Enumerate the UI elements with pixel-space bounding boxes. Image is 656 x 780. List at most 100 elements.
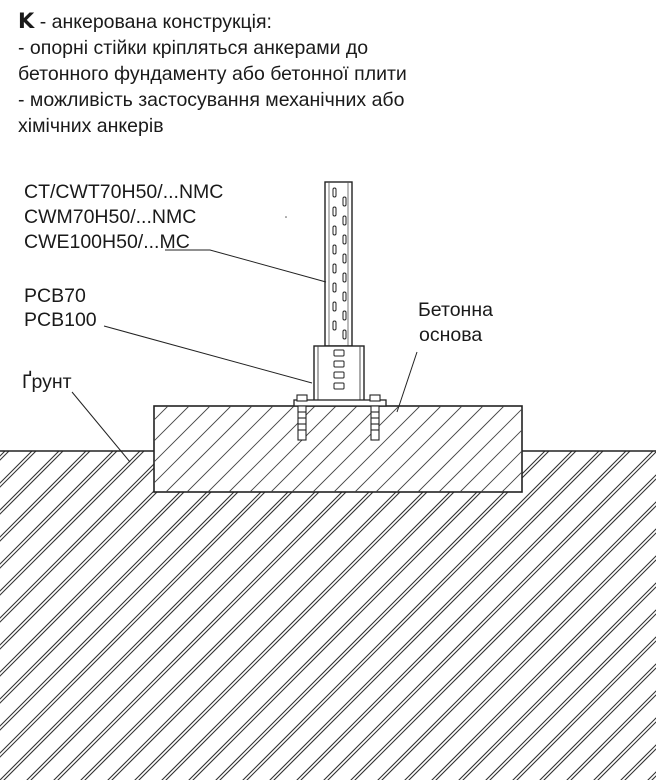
soil-hatch-line (0, 451, 64, 515)
label-concrete-1: Бетонна (418, 299, 493, 321)
soil-hatch-line (0, 451, 253, 704)
post-slot (332, 187, 337, 198)
post-slot (332, 206, 337, 217)
soil-hatch-line (138, 451, 469, 780)
soil-hatch-line (431, 555, 656, 780)
soil-hatch-line (26, 451, 357, 780)
soil-hatch-line (0, 451, 168, 619)
soil-hatch-line (0, 451, 330, 780)
post-slot (332, 263, 337, 274)
soil-hatch-line (0, 451, 249, 700)
slab-hatch-line (523, 406, 609, 492)
soil-hatch-line (219, 451, 550, 780)
post-slot (332, 282, 337, 293)
soil-hatch-line (84, 451, 415, 780)
slab-hatch-line (270, 406, 358, 492)
slab-hatch-line (586, 406, 656, 492)
slab-hatch (40, 406, 656, 492)
soil-hatch-line (408, 532, 656, 780)
soil-hatch-line (192, 451, 523, 780)
soil-hatch-line (462, 586, 656, 780)
slab-hatch-line (501, 471, 522, 492)
leader-concrete (396, 351, 418, 413)
soil-hatch-line (273, 451, 604, 780)
description-block: K - анкерована конструкція: - опорні сті… (18, 8, 638, 139)
soil-hatch-line (570, 694, 656, 780)
label-post-3: CWE100H50/...MC (24, 231, 190, 253)
soil-hatch-line (458, 582, 656, 780)
soil-hatch-line (597, 721, 656, 780)
bracket-holes (333, 349, 345, 390)
soil-hatch-line (0, 451, 141, 592)
label-ground: Ґрунт (22, 371, 72, 393)
soil-hatch-line (0, 451, 114, 565)
slab-hatch-line (607, 406, 656, 492)
slab-hatch-line (480, 450, 522, 492)
anchor-right (369, 394, 381, 441)
label-base-2: PCB100 (24, 309, 97, 331)
post-slot (342, 234, 347, 245)
post-slots (332, 187, 347, 340)
soil-hatch-line (516, 640, 656, 780)
soil-hatch-line (377, 501, 656, 780)
slab-hatch-line (459, 429, 522, 492)
slab-hatch-line (61, 406, 147, 492)
slab-hatch-line (154, 406, 190, 442)
soil-hatch-line (0, 451, 118, 569)
slab-hatch-line (375, 406, 463, 492)
post-slot (342, 272, 347, 283)
soil-hatch-line (0, 451, 145, 596)
soil-hatch-line (0, 451, 10, 461)
soil-hatch (0, 451, 656, 780)
soil-hatch-line (0, 451, 195, 646)
soil-hatch-line (161, 451, 492, 780)
soil-hatch-line (435, 559, 656, 780)
leader-base (103, 325, 313, 384)
soil-hatch-line (323, 451, 654, 780)
soil-hatch-line (0, 451, 303, 754)
soil-hatch-line (0, 451, 87, 538)
slab-hatch-line (312, 406, 400, 492)
slab-hatch-line (438, 408, 522, 492)
post-slot (342, 215, 347, 226)
soil-hatch-line (0, 451, 199, 650)
soil-hatch-line (80, 451, 411, 780)
slab-hatch-line (565, 406, 651, 492)
soil-hatch-line (0, 451, 226, 677)
soil-hatch-line (354, 478, 656, 780)
soil-hatch-line (242, 451, 573, 780)
slab-hatch-line (291, 406, 379, 492)
soil-hatch-line (0, 451, 222, 673)
soil-hatch-line (53, 451, 384, 780)
soil-hatch-line (0, 451, 280, 731)
soil-hatch-line (3, 451, 334, 780)
soil-hatch-line (107, 451, 438, 780)
soil-hatch-line (0, 451, 91, 542)
post-slot (342, 310, 347, 321)
soil-hatch-line (512, 636, 656, 780)
slab-hatch-line (154, 406, 211, 463)
slab-hatch-line (154, 406, 232, 484)
slab-hatch-line (417, 406, 505, 492)
label-base-1: PCB70 (24, 285, 86, 307)
soil-hatch-line (0, 451, 60, 511)
label-concrete-2: основа (419, 324, 483, 346)
soil-hatch-line (593, 717, 656, 780)
soil-hatch-line (489, 613, 656, 780)
post-slot (342, 196, 347, 207)
slab-hatch-line (249, 406, 337, 492)
soil-hatch-line (300, 451, 631, 780)
soil-hatch-line (246, 451, 577, 780)
soil-hatch-line (188, 451, 519, 780)
soil-hatch-line (134, 451, 465, 780)
slab-hatch-line (186, 406, 274, 492)
leader-lines (71, 249, 418, 463)
soil-hatch-line (350, 474, 656, 780)
slab-hatch-line (354, 406, 442, 492)
soil-hatch-line (543, 667, 656, 780)
soil-hatch-line (57, 451, 388, 780)
label-post-2: CWM70H50/...NMC (24, 206, 197, 228)
post-slot (332, 301, 337, 312)
slab-hatch-line (40, 406, 126, 492)
soil-hatch-line (566, 690, 656, 780)
